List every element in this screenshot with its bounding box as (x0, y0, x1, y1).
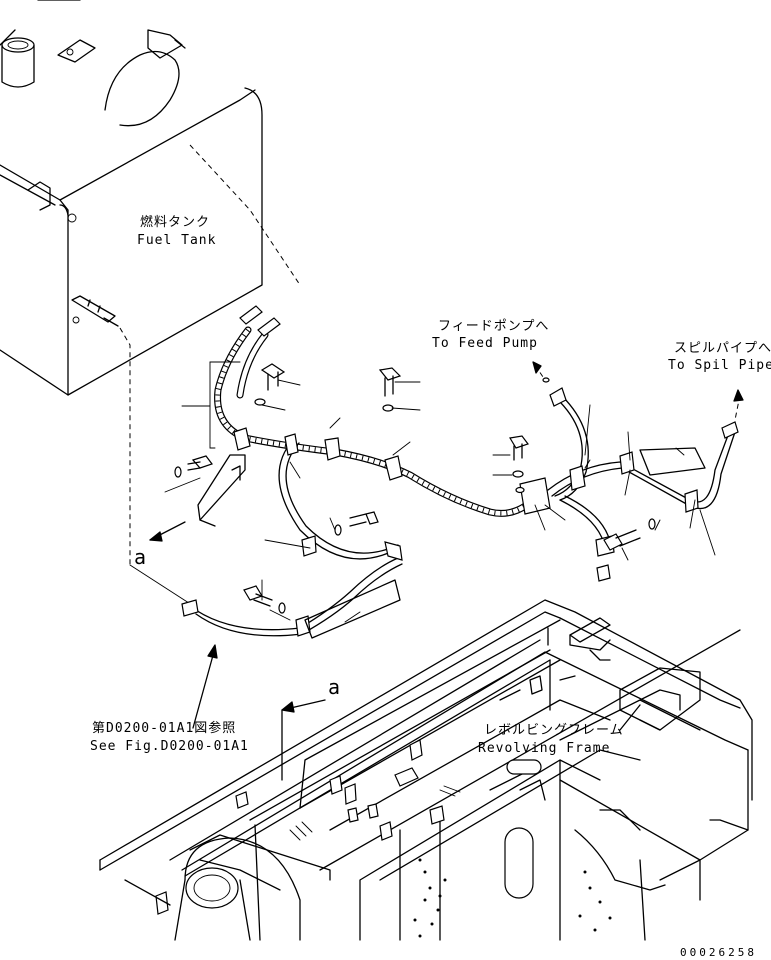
leader-dashed-left (119, 327, 131, 565)
leader-left (129, 564, 193, 606)
label-spill-pipe: スピルパイプへ To Spil Pipe (668, 341, 771, 373)
label-fuel-tank: 燃料タンク Fuel Tank (137, 214, 216, 248)
callout-leaders (164, 361, 716, 623)
feed-pump-jp: フィードポンプへ (438, 319, 549, 334)
feed-pump-en: To Feed Pump (432, 336, 538, 351)
view-a-right: a (328, 675, 340, 699)
see-fig-en: See Fig.D0200-01A1 (90, 739, 249, 754)
drawing-number: 00026258 (680, 946, 757, 959)
label-revolving-frame: レボルビングフレーム Revolving Frame (478, 723, 624, 756)
hose-clamps (233, 427, 699, 637)
hose-fittings (181, 305, 739, 617)
revolving-frame-en: Revolving Frame (478, 741, 610, 756)
see-fig-jp: 第D0200-01A1図参照 (92, 720, 236, 736)
frame-bolt-dots (413, 858, 612, 938)
filler-cap (1, 37, 35, 88)
fuel-tank-en: Fuel Tank (137, 233, 216, 248)
leader-dashed-top (189, 144, 301, 286)
fuel-tank (0, 0, 263, 396)
revolving-frame (99, 599, 753, 941)
view-a-left: a (134, 545, 146, 569)
label-feed-pump: フィードポンプへ To Feed Pump (432, 319, 549, 351)
tank-outlet-fittings (71, 295, 119, 327)
bolts-and-washers (174, 363, 656, 614)
fuel-tank-jp: 燃料タンク (140, 214, 210, 230)
direction-arrows (149, 361, 744, 781)
revolving-frame-jp: レボルビングフレーム (484, 723, 624, 738)
spill-pipe-en: To Spil Pipe (668, 358, 771, 373)
spill-pipe-jp: スピルパイプへ (674, 341, 771, 356)
label-see-fig: 第D0200-01A1図参照 See Fig.D0200-01A1 (90, 720, 249, 754)
